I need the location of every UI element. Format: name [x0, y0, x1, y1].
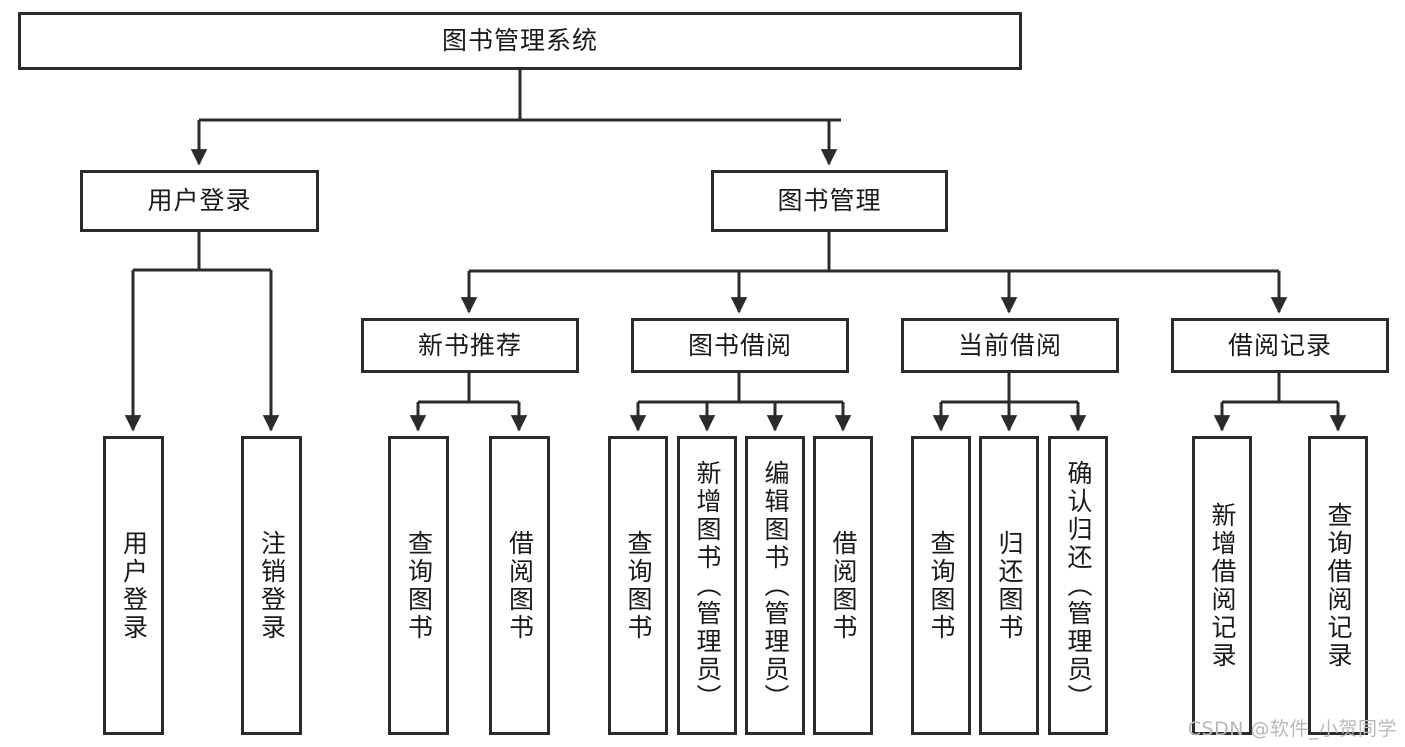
leaf-book-borrow-3[interactable]: 编辑图书（管理员）: [745, 436, 805, 735]
node-new-book-recommend[interactable]: 新书推荐: [361, 318, 579, 373]
node-user-login[interactable]: 用户登录: [80, 170, 319, 232]
leaf-book-borrow-4[interactable]: 借阅图书: [813, 436, 873, 735]
leaf-borrow-record-1-label: 新增借阅记录: [1208, 501, 1237, 670]
leaf-new-book-1-label: 查询图书: [404, 529, 434, 642]
node-book-management-label: 图书管理: [777, 186, 882, 216]
node-current-borrow[interactable]: 当前借阅: [901, 318, 1119, 373]
node-root[interactable]: 图书管理系统: [18, 12, 1022, 70]
leaf-borrow-record-2[interactable]: 查询借阅记录: [1308, 436, 1368, 735]
node-borrow-record[interactable]: 借阅记录: [1171, 318, 1389, 373]
leaf-user-login-1-label: 用户登录: [119, 529, 149, 642]
leaf-book-borrow-1[interactable]: 查询图书: [608, 436, 668, 735]
leaf-new-book-2[interactable]: 借阅图书: [489, 436, 550, 735]
node-root-label: 图书管理系统: [441, 26, 598, 56]
leaf-book-borrow-3-label: 编辑图书（管理员）: [761, 459, 790, 712]
leaf-book-borrow-4-label: 借阅图书: [829, 529, 858, 642]
node-book-borrow-label: 图书借阅: [687, 330, 792, 360]
node-borrow-record-label: 借阅记录: [1227, 330, 1332, 360]
leaf-current-borrow-1[interactable]: 查询图书: [911, 436, 971, 735]
leaf-current-borrow-2-label: 归还图书: [995, 529, 1024, 642]
leaf-user-login-2[interactable]: 注销登录: [241, 436, 302, 735]
node-book-management[interactable]: 图书管理: [711, 170, 948, 232]
leaf-book-borrow-2-label: 新增图书（管理员）: [693, 459, 722, 712]
leaf-new-book-1[interactable]: 查询图书: [388, 436, 449, 735]
leaf-new-book-2-label: 借阅图书: [505, 529, 535, 642]
leaf-book-borrow-2[interactable]: 新增图书（管理员）: [677, 436, 737, 735]
leaf-borrow-record-1[interactable]: 新增借阅记录: [1192, 436, 1252, 735]
node-new-book-recommend-label: 新书推荐: [417, 330, 522, 360]
leaf-book-borrow-1-label: 查询图书: [624, 529, 653, 642]
leaf-current-borrow-2[interactable]: 归还图书: [979, 436, 1039, 735]
leaf-current-borrow-3-label: 确认归还（管理员）: [1064, 459, 1093, 712]
leaf-current-borrow-3[interactable]: 确认归还（管理员）: [1048, 436, 1108, 735]
leaf-user-login-1[interactable]: 用户登录: [103, 436, 164, 735]
node-current-borrow-label: 当前借阅: [957, 330, 1062, 360]
leaf-user-login-2-label: 注销登录: [257, 529, 287, 642]
leaf-borrow-record-2-label: 查询借阅记录: [1324, 501, 1353, 670]
node-user-login-label: 用户登录: [147, 186, 252, 216]
leaf-current-borrow-1-label: 查询图书: [927, 529, 956, 642]
csdn-watermark: CSDN @软件_小贺同学: [1187, 718, 1397, 740]
node-book-borrow[interactable]: 图书借阅: [631, 318, 849, 373]
